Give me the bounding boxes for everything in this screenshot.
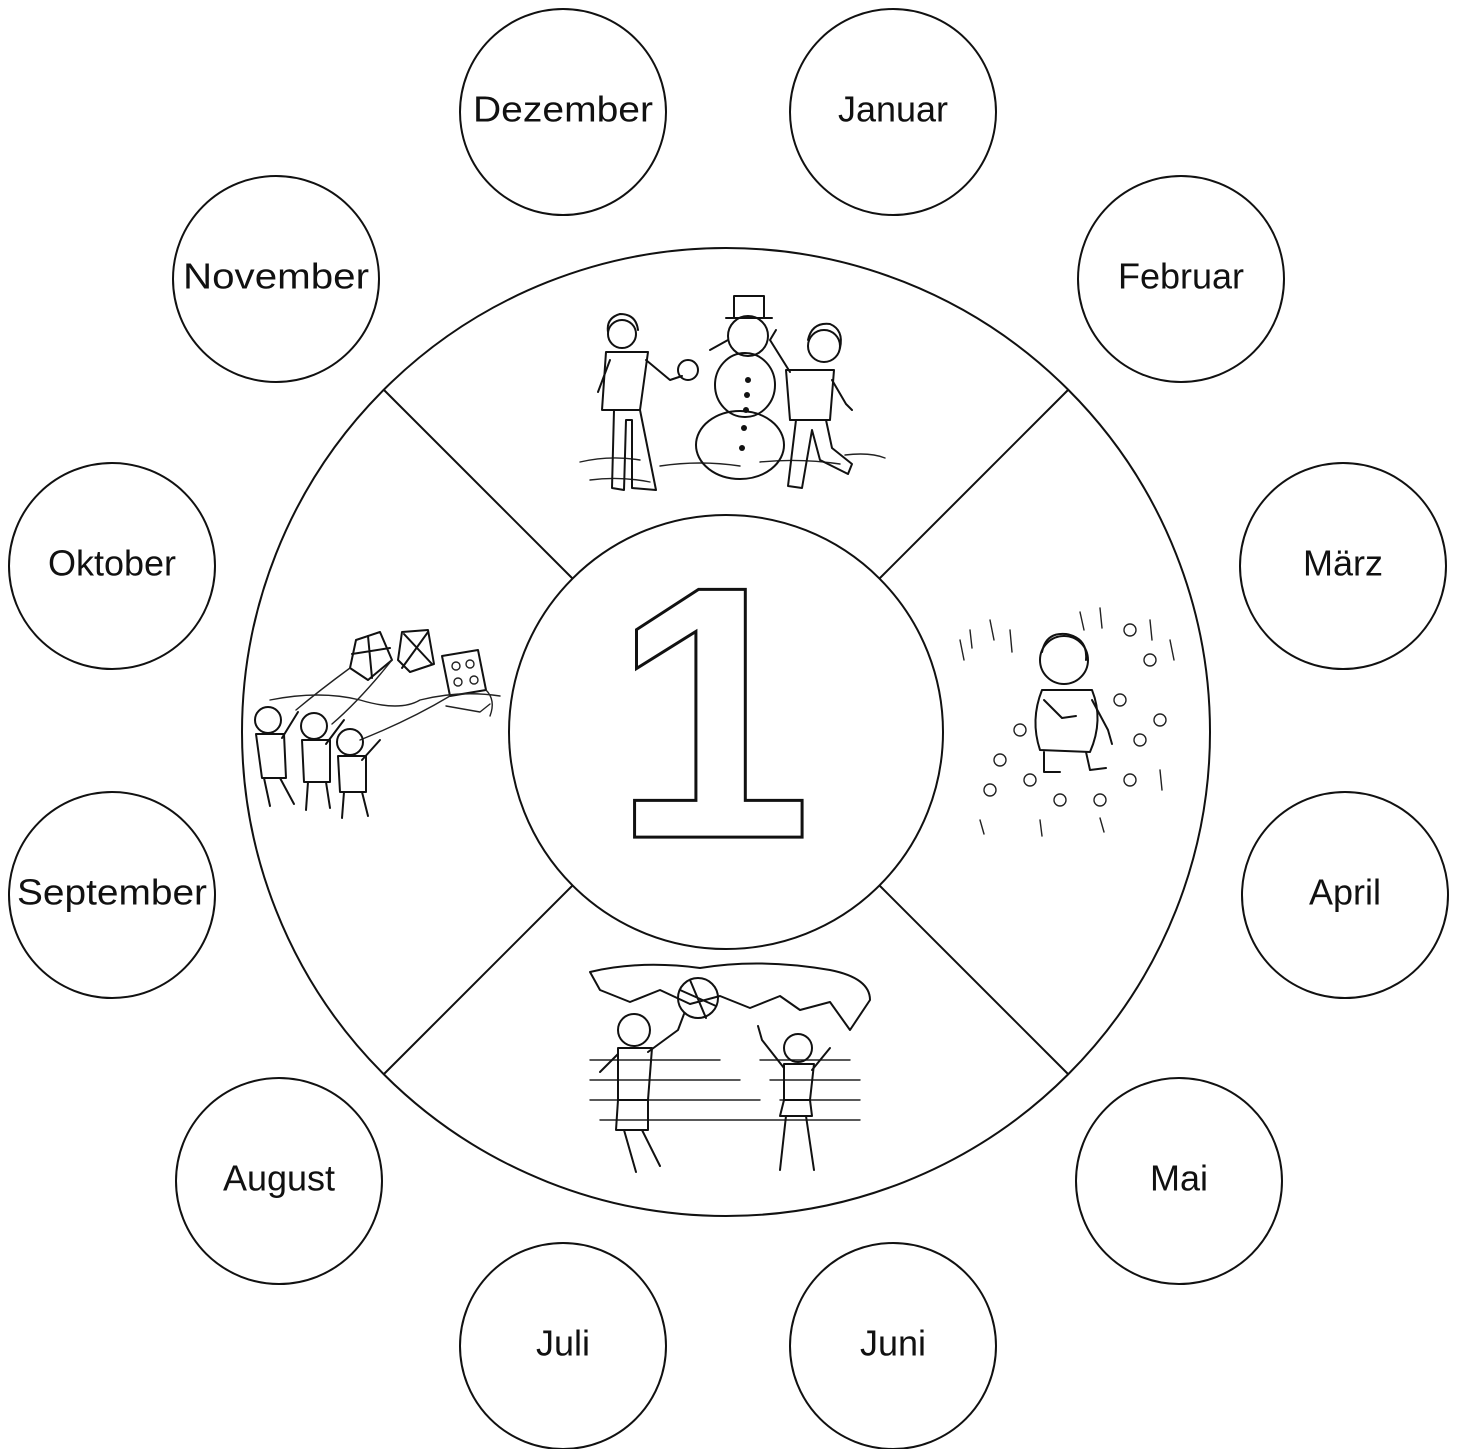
- winter-scene: [579, 295, 886, 491]
- center-number: 1: [612, 512, 812, 914]
- month-dezember[interactable]: Dezember: [459, 8, 667, 216]
- month-label: Dezember: [473, 89, 653, 130]
- month-juni[interactable]: Juni: [789, 1242, 997, 1449]
- month-label: Mai: [1150, 1158, 1208, 1199]
- month-label: Januar: [838, 89, 948, 130]
- center-circle: [508, 514, 944, 950]
- month-label: September: [17, 872, 207, 913]
- month-september[interactable]: September: [8, 791, 216, 999]
- month-januar[interactable]: Januar: [789, 8, 997, 216]
- month-oktober[interactable]: Oktober: [8, 462, 216, 670]
- month-label: Juni: [860, 1323, 926, 1364]
- month-label: März: [1303, 543, 1383, 584]
- month-februar[interactable]: Februar: [1077, 175, 1285, 383]
- month-label: Juli: [536, 1323, 590, 1364]
- month-label: Februar: [1118, 256, 1244, 297]
- month-november[interactable]: November: [172, 175, 380, 383]
- month-label: August: [223, 1158, 335, 1199]
- summer-scene: [589, 962, 871, 1173]
- month-label: April: [1309, 872, 1381, 913]
- wheel-dividers: [383, 389, 1069, 1075]
- autumn-scene: [254, 629, 501, 819]
- month-mai[interactable]: Mai: [1075, 1077, 1283, 1285]
- spring-scene: [959, 607, 1175, 837]
- month-label: Oktober: [48, 543, 176, 584]
- month-juli[interactable]: Juli: [459, 1242, 667, 1449]
- month-april[interactable]: April: [1241, 791, 1449, 999]
- month-label: November: [183, 256, 369, 297]
- month-august[interactable]: August: [175, 1077, 383, 1285]
- month-maerz[interactable]: März: [1239, 462, 1447, 670]
